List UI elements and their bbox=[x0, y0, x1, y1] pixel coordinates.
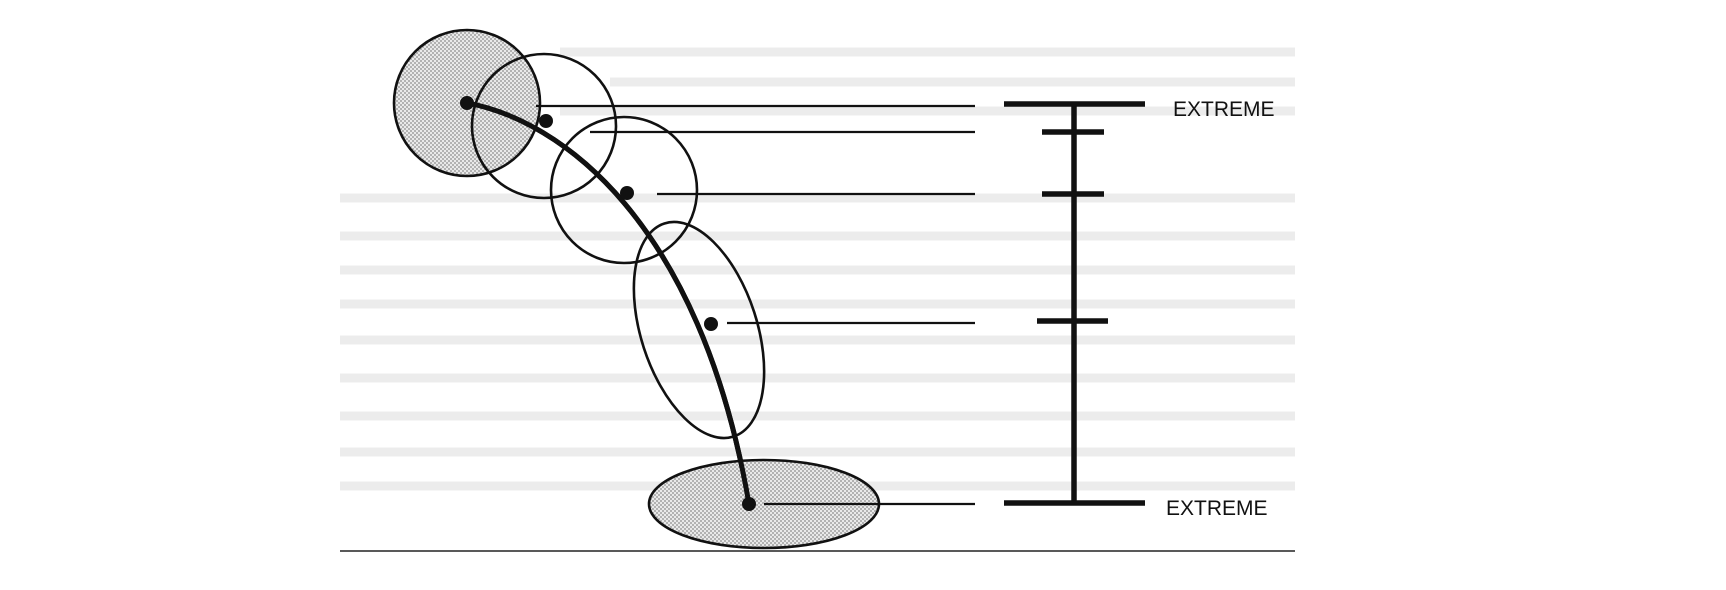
arc-keypoints bbox=[460, 96, 756, 511]
timing-chart bbox=[1004, 101, 1145, 506]
ball-inbetween-2 bbox=[549, 115, 699, 265]
keypoint-dot bbox=[704, 317, 718, 331]
label-extreme-bottom: EXTREME bbox=[1166, 497, 1268, 520]
keypoint-dot bbox=[742, 497, 756, 511]
leader-lines bbox=[536, 104, 975, 506]
keypoint-dot bbox=[460, 96, 474, 110]
keypoint-dot bbox=[539, 114, 553, 128]
page-bleed-through bbox=[340, 47, 1295, 491]
label-extreme-top: EXTREME bbox=[1173, 98, 1275, 121]
arc-path-overlay bbox=[466, 100, 752, 505]
keypoint-dot bbox=[620, 186, 634, 200]
ball-inbetween-1 bbox=[470, 52, 618, 200]
